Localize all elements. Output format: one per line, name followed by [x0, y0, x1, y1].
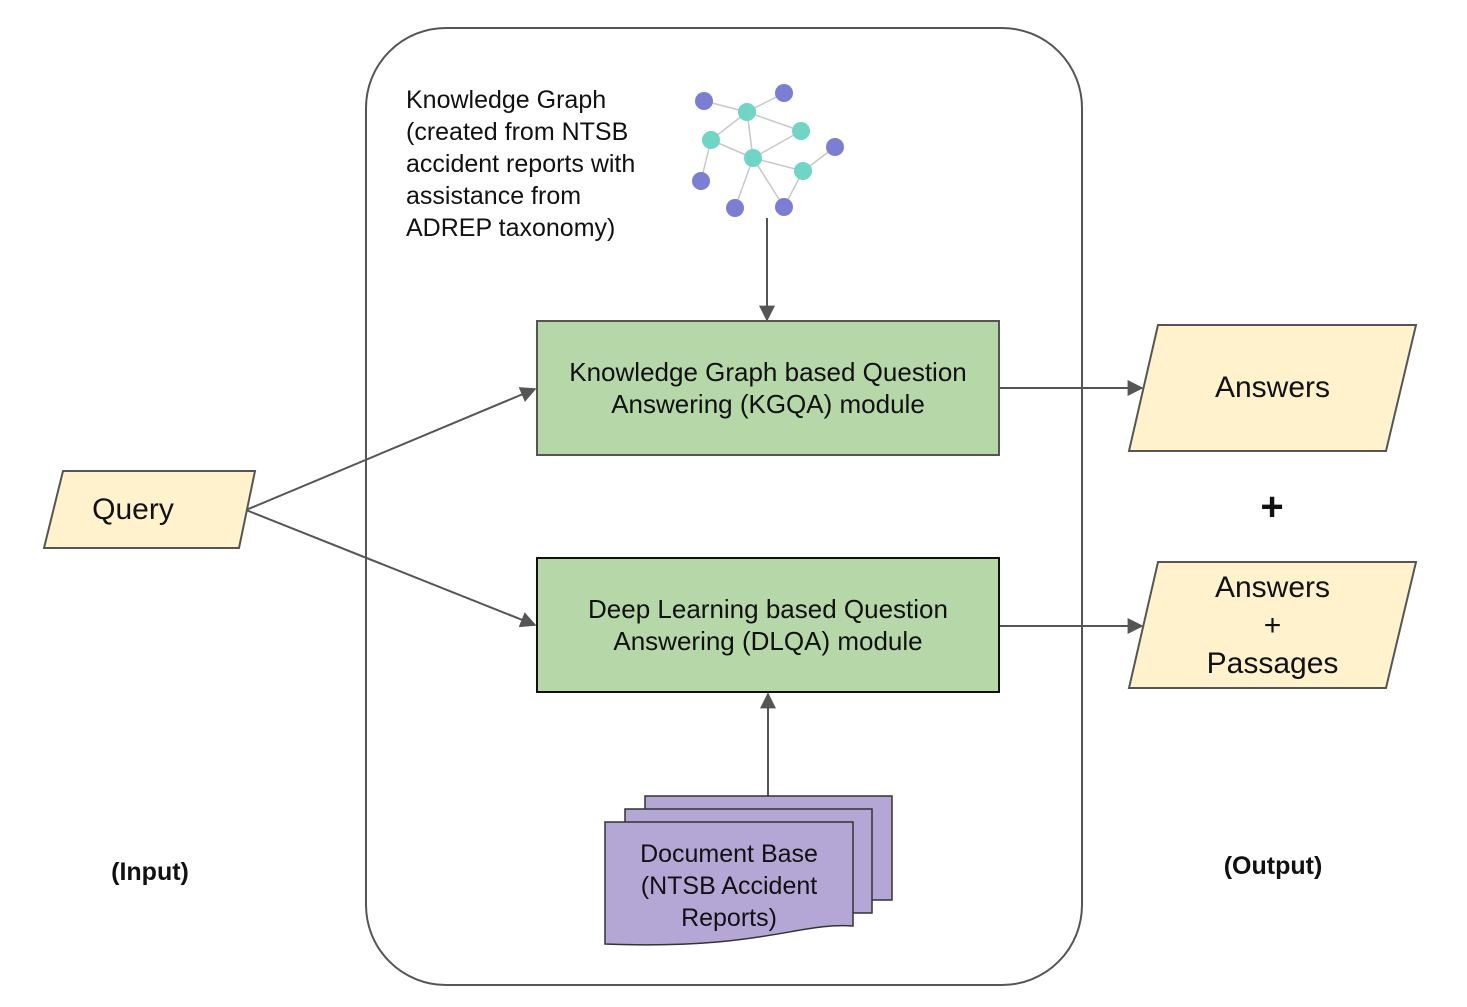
dlqa-module-label: Deep Learning based Question Answering (… [537, 558, 999, 692]
document-base-shape [604, 795, 893, 946]
kgqa-module-box [536, 320, 1000, 456]
kgqa-line: Knowledge Graph based Question [569, 357, 967, 387]
answers-passages-line: Passages [1206, 647, 1339, 680]
answers-passages-label: Answers + Passages [1150, 566, 1395, 686]
kg-caption-line: ADREP taxonomy) [406, 214, 616, 242]
dlqa-module-box [536, 557, 1000, 693]
kg-caption-line: Knowledge Graph [406, 86, 607, 114]
kg-caption-line: accident reports with [406, 150, 636, 178]
docbase-line: Document Base [640, 840, 818, 868]
dlqa-line: Answering (DLQA) module [613, 626, 923, 656]
kg-caption-line: assistance from [406, 182, 582, 210]
docbase-line: Reports) [681, 904, 777, 932]
answers-passages-shape [1127, 561, 1418, 689]
knowledge-graph-icon [692, 84, 844, 217]
docbase-line: (NTSB Accident [640, 872, 818, 900]
answers-label: Answers [1214, 371, 1331, 404]
arrow-query-to-kgqa [245, 387, 537, 511]
system-container [365, 27, 1083, 986]
dlqa-line: Deep Learning based Question [588, 594, 948, 624]
output-plus-sign: + [1260, 484, 1284, 529]
knowledge-graph-caption: Knowledge Graph (created from NTSB accid… [406, 84, 686, 244]
kg-caption-line: (created from NTSB [406, 118, 629, 146]
answers-shape [1127, 324, 1418, 452]
arrow-query-to-dlqa [245, 509, 537, 628]
document-base-label: Document Base (NTSB Accident Reports) [606, 836, 852, 936]
kgqa-line: Answering (KGQA) module [611, 389, 925, 419]
query-shape [42, 470, 257, 549]
output-caption: (Output) [1223, 852, 1323, 880]
answers-passages-line: + [1263, 609, 1282, 642]
input-caption: (Input) [111, 858, 189, 886]
answers-passages-line: Answers [1214, 571, 1331, 604]
query-label: Query [92, 493, 174, 526]
kgqa-module-label: Knowledge Graph based Question Answering… [537, 321, 999, 455]
